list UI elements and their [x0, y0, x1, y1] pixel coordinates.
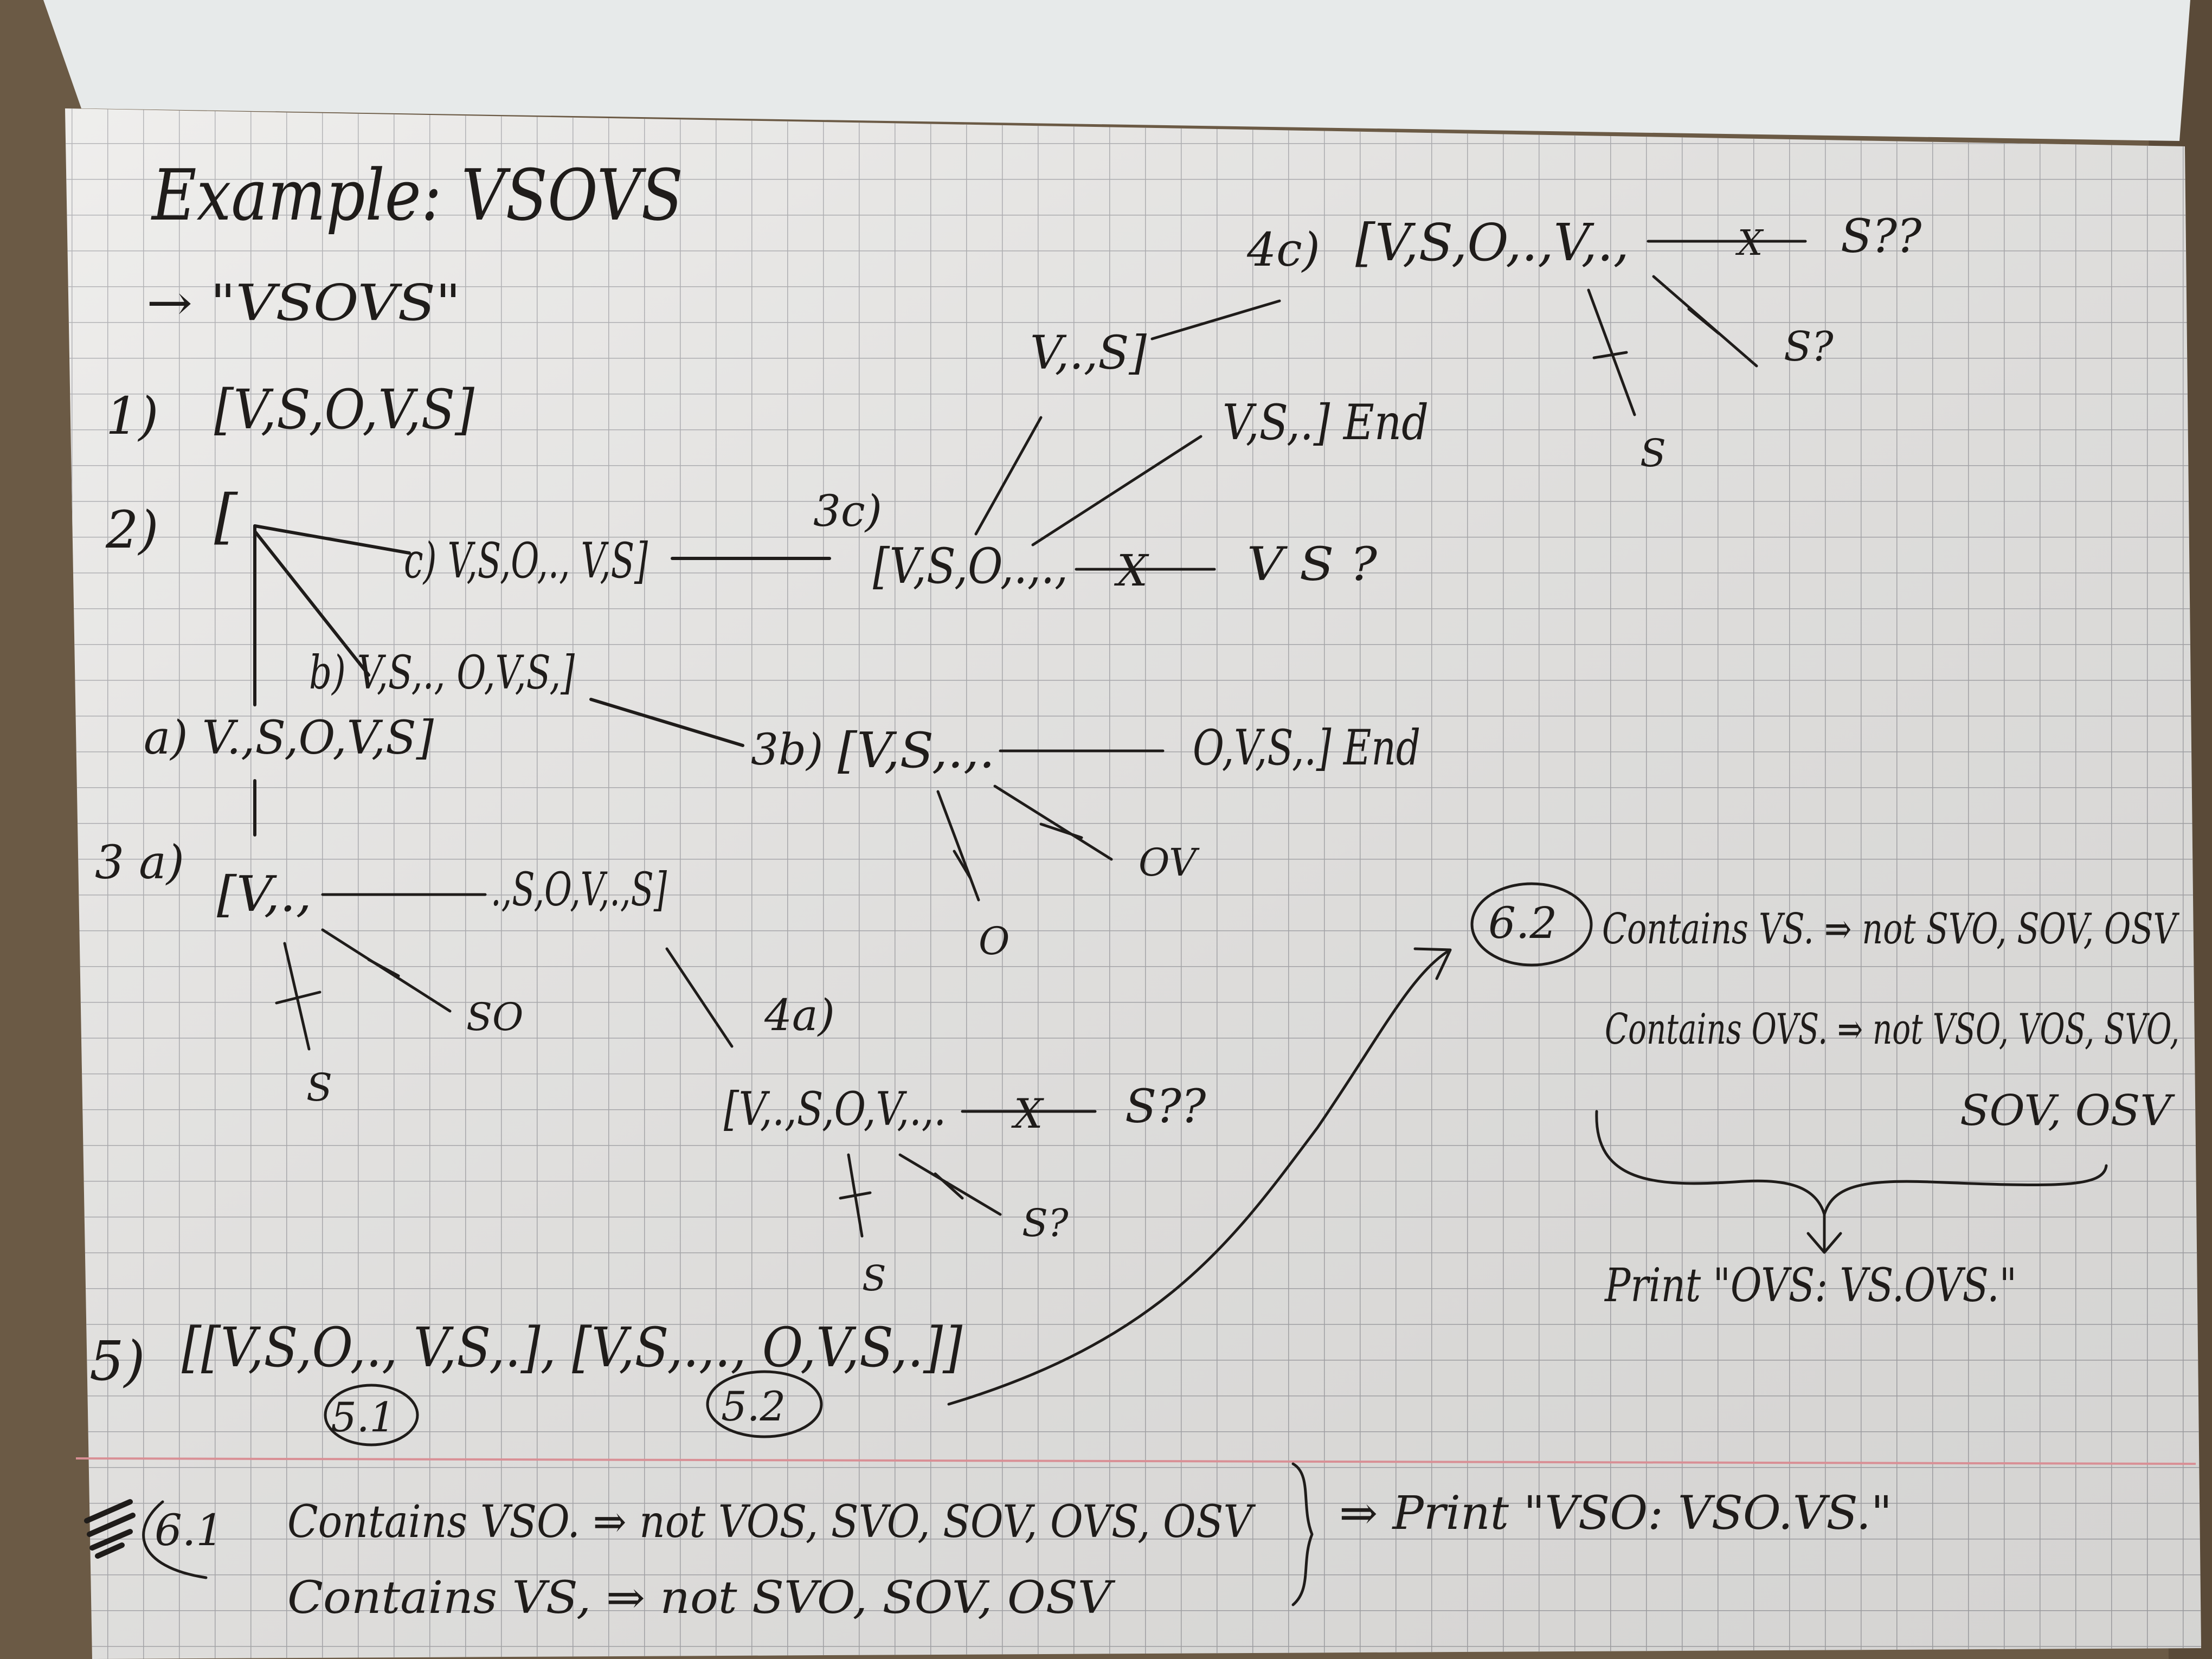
- step1-label: 1): [106, 387, 159, 446]
- step3a-cut2: SO: [466, 995, 523, 1039]
- step4a-cut2: S?: [1022, 1201, 1069, 1245]
- step3b-cut1: O: [979, 919, 1009, 963]
- step61-circle: [142, 1500, 208, 1579]
- step62-label: 6.2: [1488, 898, 1557, 948]
- step62-down-arrow: [1806, 1213, 1842, 1254]
- step5-text: [[V,S,O,., V,S,.], [V,S,.,., O,V,S,.]]: [182, 1316, 963, 1379]
- step4c-label: 4c): [1246, 223, 1320, 277]
- step62-line2: Contains OVS. ⇒ not VSO, VOS, SVO,: [1605, 1005, 2179, 1054]
- scribble: [84, 1499, 136, 1559]
- step61-label: 6.1: [155, 1505, 223, 1555]
- step4a-cut: X: [1011, 1090, 1044, 1137]
- step3c-tail: V S ?: [1247, 538, 1377, 591]
- step3a-cut1: S: [306, 1065, 332, 1110]
- step4a-text: [V,.,S,O,V,.,.: [724, 1083, 946, 1136]
- step3a-tail: .,S,O,V,.,S]: [491, 863, 667, 917]
- step4a-cut1: S: [862, 1258, 886, 1299]
- step3c-label: 3c): [813, 486, 882, 536]
- margin-line: [75, 1457, 2196, 1465]
- step2-branch-c: c) V,S,O,., V,S]: [404, 532, 648, 589]
- step5-arrow: [947, 950, 1449, 1406]
- step5-circle2-ring: [706, 1370, 823, 1438]
- step62-line3: SOV, OSV: [1960, 1086, 2175, 1135]
- step5-circle2: 5.2: [721, 1382, 786, 1430]
- step4c-tail: S??: [1841, 210, 1922, 263]
- step61-line2: Contains VS, ⇒ not SVO, SOV, OSV: [287, 1572, 1116, 1624]
- grid-page: [65, 108, 2201, 1659]
- step61-print: ⇒ Print "VSO: VSO.VS.": [1339, 1487, 1892, 1540]
- step5-label: 5): [89, 1329, 145, 1393]
- step3c-text: [V,S,O,.,.,: [873, 538, 1068, 595]
- step3c-cut: X: [1114, 545, 1149, 596]
- step5-arrow-head: [1413, 947, 1452, 980]
- step3a-text: [V,.,: [217, 866, 312, 923]
- step4a-cut-lines: [839, 1153, 1002, 1238]
- step3b-label: 3b): [751, 724, 823, 775]
- step4c-text: [V,S,O,.,V,.,: [1355, 213, 1629, 273]
- step5-circle1-ring: [324, 1384, 419, 1446]
- title-example: Example: VSOVS: [151, 154, 683, 236]
- step4c-cut: X: [1735, 223, 1764, 263]
- step3b-cut2: OV: [1139, 840, 1200, 885]
- step3a-label: 3 a): [95, 836, 184, 890]
- step4a-label: 4a): [764, 990, 835, 1040]
- step3c-tree-lines: [974, 299, 1281, 546]
- step61-brace: [1291, 1462, 1314, 1606]
- step4c-cut-lines: [1587, 275, 1758, 416]
- step62-line1: Contains VS. ⇒ not SVO, SOV, OSV: [1602, 905, 2179, 954]
- step5-circle1: 5.1: [331, 1393, 395, 1441]
- step3a-to-4a-line: [665, 947, 734, 1048]
- step3c-sub1: V,.,S]: [1030, 326, 1147, 380]
- step1-text: [V,S,O,V,S]: [214, 378, 475, 441]
- step2-branch-a: a) V.,S,O,V,S]: [144, 711, 434, 765]
- step2-tree-lines: [253, 524, 831, 837]
- step3a-cut-lines: [275, 928, 452, 1051]
- step62-print: Print "OVS: VS.OVS.": [1604, 1259, 2017, 1313]
- step4c-cut1: S: [1640, 431, 1666, 475]
- step61-line1: Contains VSO. ⇒ not VOS, SVO, SOV, OVS, …: [287, 1496, 1256, 1548]
- step4a-tail: S??: [1125, 1080, 1206, 1134]
- step3b-text: [V,S,.,.: [838, 722, 995, 779]
- step4c-cut2: S?: [1784, 323, 1834, 370]
- step3b-cut-lines: [936, 785, 1113, 902]
- upper-page: [43, 0, 2190, 141]
- step2-branch-b: b) V,S,., O,V,S,]: [309, 646, 575, 700]
- step2-label: 2): [105, 500, 159, 560]
- input-string: → "VSOVS": [146, 274, 461, 332]
- step3c-sub2: V,S,.] End: [1223, 394, 1429, 451]
- step62-circle: [1470, 882, 1593, 967]
- step2-bracket: [: [214, 481, 238, 551]
- step3b-tail: O,V,S,.] End: [1193, 719, 1420, 776]
